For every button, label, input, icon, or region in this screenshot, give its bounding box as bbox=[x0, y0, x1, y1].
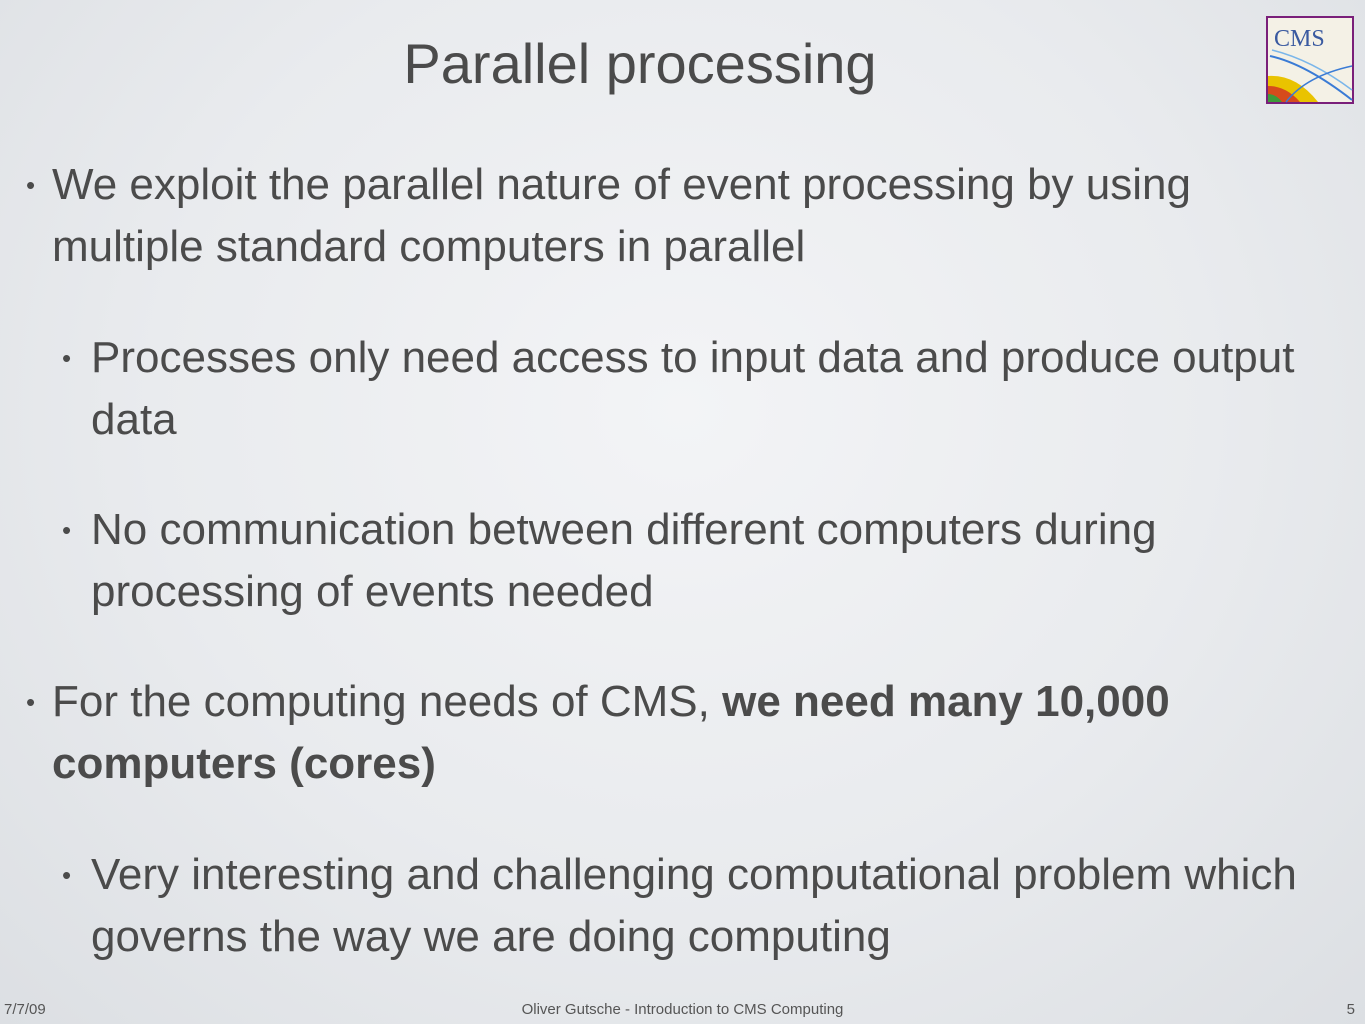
bullet-glyph: • bbox=[62, 515, 72, 545]
footer-title: Oliver Gutsche - Introduction to CMS Com… bbox=[521, 1001, 844, 1018]
bullet-text: Processes only need access to input data… bbox=[91, 333, 1295, 444]
bullet-text: Very interesting and challenging computa… bbox=[91, 850, 1297, 961]
bullet-glyph: • bbox=[26, 687, 36, 717]
bullet-item: • Very interesting and challenging compu… bbox=[62, 844, 1356, 968]
bullet-text: No communication between different compu… bbox=[91, 505, 1157, 616]
bullet-item: • For the computing needs of CMS, we nee… bbox=[26, 671, 1352, 795]
bullet-item: • Processes only need access to input da… bbox=[62, 327, 1356, 451]
bullet-text: We exploit the parallel nature of event … bbox=[52, 160, 1191, 271]
cms-logo: CMS bbox=[1266, 16, 1354, 104]
footer-date: 7/7/09 bbox=[4, 1001, 46, 1018]
bullet-glyph: • bbox=[26, 170, 36, 200]
bullet-text: For the computing needs of CMS, bbox=[52, 677, 723, 726]
bullet-text-bold: we need many 10,000 computers (cores) bbox=[52, 677, 1170, 788]
slide-title: Parallel processing bbox=[403, 32, 877, 95]
logo-text: CMS bbox=[1274, 26, 1325, 52]
page-number: 5 bbox=[1346, 1001, 1355, 1018]
slide-footer: 7/7/09 Oliver Gutsche - Introduction to … bbox=[0, 1000, 1365, 1024]
bullet-glyph: • bbox=[62, 860, 72, 890]
bullet-glyph: • bbox=[62, 343, 72, 373]
bullet-item: • We exploit the parallel nature of even… bbox=[26, 154, 1352, 278]
bullet-item: • No communication between different com… bbox=[62, 499, 1356, 623]
